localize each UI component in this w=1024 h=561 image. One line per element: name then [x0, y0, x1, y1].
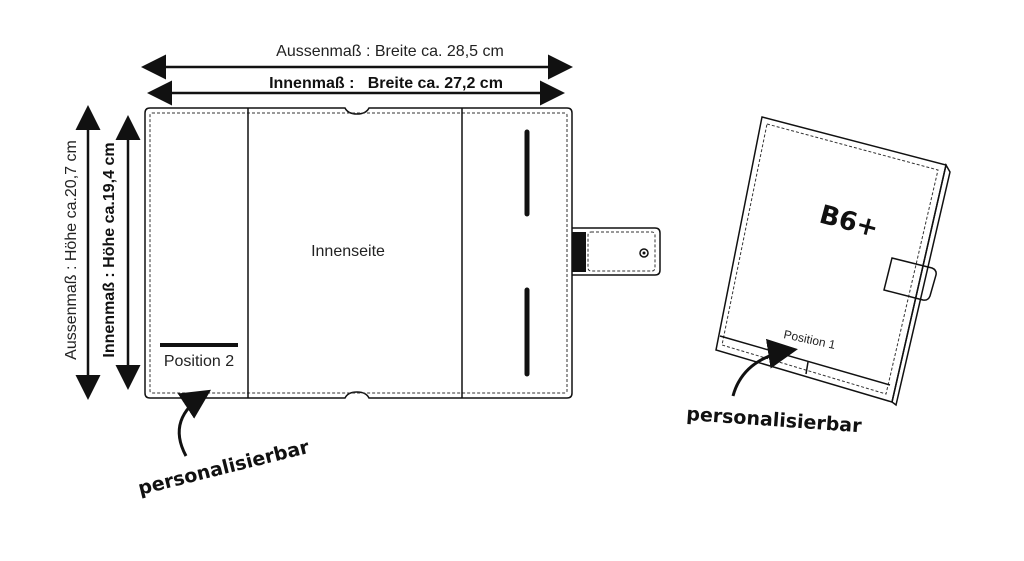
- outer-height-label: Aussenmaß : Höhe ca.20,7 cm: [63, 140, 80, 360]
- inner-width-label: Innenmaß : Breite ca. 27,2 cm: [269, 75, 503, 92]
- arrow-to-position-1: [731, 338, 798, 397]
- format-label: B6+: [816, 200, 881, 244]
- arrow-to-position-2: [177, 389, 212, 457]
- outer-height-dimension: Aussenmaß : Höhe ca.20,7 cm: [63, 105, 101, 400]
- closed-strap: [883, 257, 937, 301]
- closed-notebook: B6+ Position 1: [715, 116, 951, 407]
- personalizable-label-left: personalisierbar: [136, 436, 312, 500]
- snap-button-icon: [639, 248, 649, 258]
- inner-height-dimension: Innenmaß : Höhe ca.19,4 cm: [101, 115, 141, 390]
- position-1-label: Position 1: [782, 327, 837, 352]
- inner-height-label: Innenmaß : Höhe ca.19,4 cm: [101, 142, 118, 357]
- open-cover: Innenseite Position 2: [144, 107, 661, 399]
- inner-width-dimension: Innenmaß : Breite ca. 27,2 cm: [147, 75, 565, 106]
- closure-strap: [572, 227, 661, 276]
- position-2-label: Position 2: [164, 353, 234, 370]
- outer-width-dimension: Aussenmaß : Breite ca. 28,5 cm: [141, 43, 573, 80]
- inside-label: Innenseite: [311, 243, 385, 260]
- outer-width-label: Aussenmaß : Breite ca. 28,5 cm: [276, 43, 504, 60]
- personalizable-label-right: personalisierbar: [686, 403, 863, 437]
